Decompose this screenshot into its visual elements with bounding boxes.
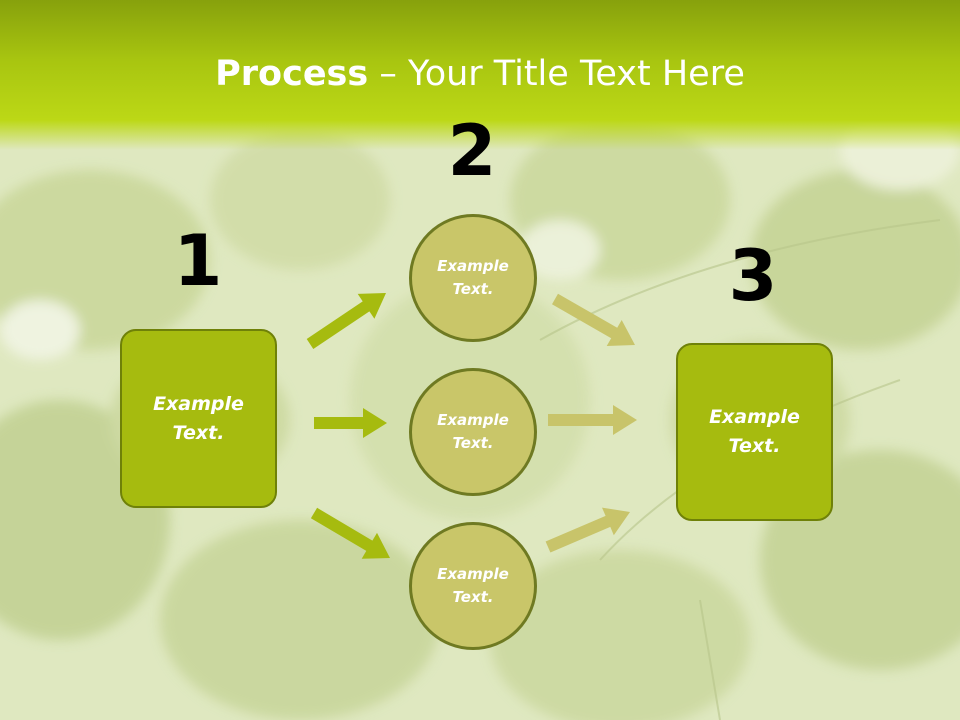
step-3-text: Example Text. xyxy=(709,406,800,457)
step-number-1: 1 xyxy=(173,220,223,302)
arrow-1-to-bottom xyxy=(310,507,390,559)
step-number-3: 3 xyxy=(728,235,778,317)
step-2-circle-middle[interactable]: Example Text. xyxy=(409,368,537,496)
step-2-circle-bottom-text: Example Text. xyxy=(437,565,509,606)
title-rest: – Your Title Text Here xyxy=(368,54,745,94)
arrow-1-to-middle xyxy=(314,408,387,438)
step-2-circle-top-text: Example Text. xyxy=(437,257,509,298)
arrow-bottom-to-3 xyxy=(545,507,630,553)
step-3-box[interactable]: Example Text. xyxy=(676,343,833,521)
arrow-1-to-top xyxy=(306,293,386,349)
arrow-top-to-3 xyxy=(552,293,635,346)
step-2-circle-middle-text: Example Text. xyxy=(437,411,509,452)
step-1-text: Example Text. xyxy=(153,392,244,444)
step-number-2: 2 xyxy=(447,110,497,192)
arrow-middle-to-3 xyxy=(548,405,637,435)
title-band xyxy=(0,0,960,150)
step-2-circle-bottom[interactable]: Example Text. xyxy=(409,522,537,650)
title-bold: Process xyxy=(215,54,369,94)
slide-title: Process – Your Title Text Here xyxy=(0,52,960,96)
step-1-box[interactable]: Example Text. xyxy=(120,329,277,508)
step-2-circle-top[interactable]: Example Text. xyxy=(409,214,537,342)
